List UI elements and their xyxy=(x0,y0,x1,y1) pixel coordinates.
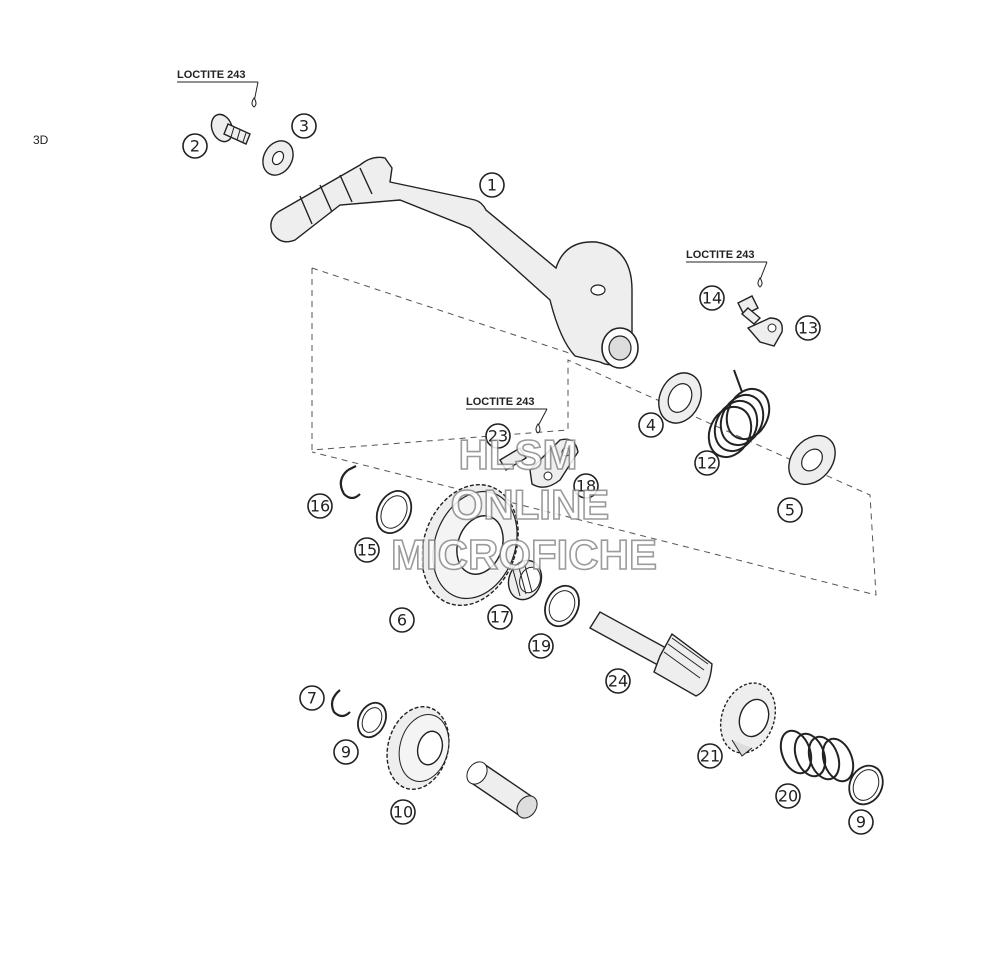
callout-9-right: 9 xyxy=(848,809,874,835)
assembly-outline xyxy=(311,268,877,596)
callout-1: 1 xyxy=(479,172,505,198)
svg-text:1: 1 xyxy=(487,176,497,195)
torsion-spring-part xyxy=(707,369,771,459)
svg-text:13: 13 xyxy=(798,319,818,338)
svg-text:21: 21 xyxy=(700,747,720,766)
callout-21: 21 xyxy=(697,743,723,769)
watermark: HLSM ONLINE MICROFICHE xyxy=(390,430,658,579)
svg-text:20: 20 xyxy=(778,787,798,806)
circlip-part-16 xyxy=(339,465,361,500)
callout-9-left: 9 xyxy=(333,739,359,765)
callout-14: 14 xyxy=(699,285,725,311)
svg-text:4: 4 xyxy=(646,416,656,435)
assembly-outline-top xyxy=(311,267,576,356)
bolt-part xyxy=(210,113,251,145)
callout-10: 10 xyxy=(390,799,416,825)
svg-text:HLSM: HLSM xyxy=(459,431,578,478)
loctite-label-1: LOCTITE 243 xyxy=(177,69,259,108)
svg-text:9: 9 xyxy=(341,743,351,762)
kickstart-shaft-part xyxy=(589,611,713,697)
callout-12: 12 xyxy=(694,450,720,476)
needle-bearing-part xyxy=(507,559,543,601)
svg-text:LOCTITE 243: LOCTITE 243 xyxy=(686,249,754,261)
stop-plate-part xyxy=(499,438,579,488)
callout-3: 3 xyxy=(291,113,317,139)
idler-gear-part xyxy=(386,705,450,791)
loctite-label-2: LOCTITE 243 xyxy=(686,249,768,288)
callout-6: 6 xyxy=(389,607,415,633)
bushing-part xyxy=(466,761,538,819)
kickstart-gear-part xyxy=(421,483,519,607)
svg-text:19: 19 xyxy=(531,637,551,656)
washer-part-19 xyxy=(544,584,580,628)
washer-part-9-right xyxy=(848,764,884,806)
spring-washer-part xyxy=(788,434,836,486)
bracket-part xyxy=(746,317,783,347)
callout-23: 23 xyxy=(485,423,511,449)
svg-text:24: 24 xyxy=(608,672,628,691)
svg-text:16: 16 xyxy=(310,497,330,516)
washer-part-9-left xyxy=(357,701,387,739)
callout-18: 18 xyxy=(573,473,599,499)
svg-text:9: 9 xyxy=(856,813,866,832)
callout-15: 15 xyxy=(354,537,380,563)
svg-text:15: 15 xyxy=(357,541,377,560)
svg-text:23: 23 xyxy=(488,427,508,446)
callout-24: 24 xyxy=(605,668,631,694)
loctite-label-3: LOCTITE 243 xyxy=(466,396,548,434)
thrust-washer-part xyxy=(658,372,702,424)
callout-5: 5 xyxy=(777,497,803,523)
svg-text:10: 10 xyxy=(393,803,413,822)
callout-19: 19 xyxy=(528,633,554,659)
callout-20: 20 xyxy=(775,783,801,809)
svg-text:LOCTITE 243: LOCTITE 243 xyxy=(466,396,534,408)
callout-4: 4 xyxy=(638,412,664,438)
svg-text:5: 5 xyxy=(785,501,795,520)
svg-text:ONLINE: ONLINE xyxy=(451,481,610,528)
washer-part-15 xyxy=(375,490,413,534)
callout-13: 13 xyxy=(795,315,821,341)
svg-text:18: 18 xyxy=(576,477,596,496)
svg-text:LOCTITE 243: LOCTITE 243 xyxy=(177,69,245,81)
kickstart-lever xyxy=(270,156,639,369)
callout-16: 16 xyxy=(307,493,333,519)
corner-label: 3D xyxy=(33,133,49,147)
svg-text:17: 17 xyxy=(490,608,510,627)
washer-part xyxy=(262,140,294,176)
callout-17: 17 xyxy=(487,604,513,630)
svg-text:2: 2 xyxy=(190,137,200,156)
svg-text:7: 7 xyxy=(307,689,317,708)
ratchet-gear-part xyxy=(719,682,777,757)
svg-text:3: 3 xyxy=(299,117,309,136)
callout-7: 7 xyxy=(299,685,325,711)
svg-text:MICROFICHE: MICROFICHE xyxy=(391,531,657,578)
svg-text:12: 12 xyxy=(697,454,717,473)
svg-text:6: 6 xyxy=(397,611,407,630)
svg-text:14: 14 xyxy=(702,289,722,308)
circlip-part-7 xyxy=(330,689,351,718)
coil-spring-part xyxy=(779,729,855,783)
callout-2: 2 xyxy=(182,133,208,159)
screw-part xyxy=(737,295,762,325)
